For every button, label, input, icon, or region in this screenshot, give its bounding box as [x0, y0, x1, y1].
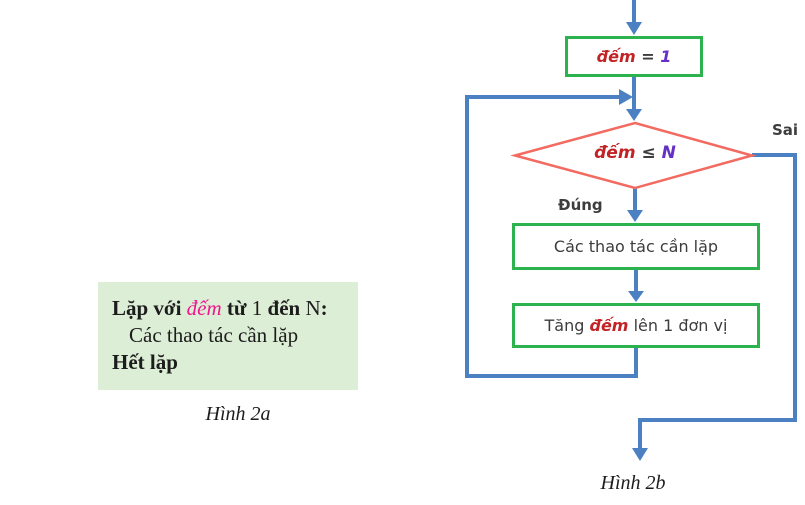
increment-text-before: Tăng	[544, 316, 590, 335]
decision-diamond	[510, 121, 757, 190]
end-value: N	[305, 296, 321, 320]
pseudocode-keyword: Lặp với	[112, 296, 187, 320]
branch-true-label: Đúng	[558, 196, 603, 214]
condition-limit: N	[661, 143, 676, 163]
arrowhead-into-init	[626, 22, 642, 35]
start-value: 1	[251, 296, 268, 320]
pseudocode-keyword: từ	[221, 296, 252, 320]
process-node: Các thao tác cần lặp	[512, 223, 760, 270]
figure-2a-caption: Hình 2a	[205, 403, 271, 425]
arrowhead-loop-merge	[619, 89, 633, 105]
init-value: 1	[660, 47, 672, 66]
arrowhead-into-increment	[628, 291, 644, 302]
pseudocode-line-3: Hết lặp	[112, 350, 178, 374]
condition-variable: đếm	[594, 143, 636, 163]
figure-2b-caption: Hình 2b	[600, 472, 666, 494]
decision-condition: đếm ≤ N	[515, 143, 755, 163]
arrowhead-into-process	[627, 210, 643, 222]
pseudocode-line-2: Các thao tác cần lặp	[129, 323, 299, 347]
colon: :	[320, 296, 328, 320]
arrowhead-exit	[632, 448, 648, 461]
loop-back-line	[465, 95, 638, 378]
less-equal-sign: ≤	[635, 143, 662, 163]
loop-variable: đếm	[186, 296, 222, 320]
branch-false-label: Sai	[772, 121, 799, 139]
false-exit-line	[638, 153, 797, 449]
pseudocode-line-1: Lặp với đếm từ 1 đến N:	[112, 295, 358, 322]
init-node: đếm = 1	[565, 36, 703, 77]
equals-sign: =	[635, 47, 661, 66]
pseudocode-keyword: đến	[267, 296, 306, 320]
increment-text-after: lên 1 đơn vị	[628, 316, 728, 335]
increment-node: Tăng đếm lên 1 đơn vị	[512, 303, 760, 348]
increment-variable: đếm	[589, 316, 629, 335]
init-variable: đếm	[596, 47, 636, 66]
pseudocode-panel: Lặp với đếm từ 1 đến N: Các thao tác cần…	[98, 282, 358, 390]
arrowhead-into-decision	[626, 109, 642, 121]
